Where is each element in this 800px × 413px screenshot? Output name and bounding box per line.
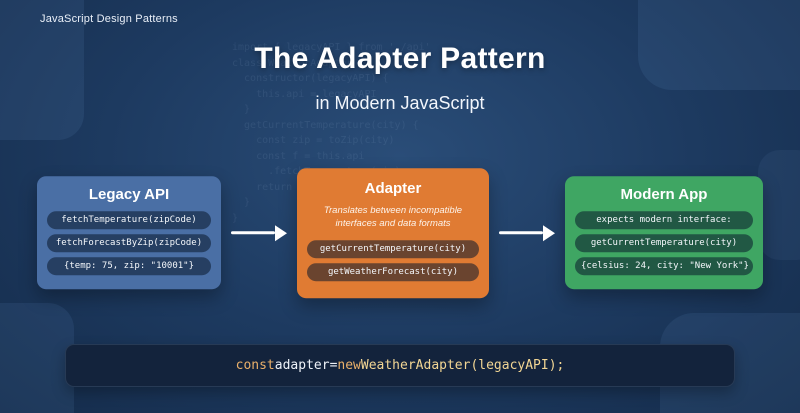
decorative-shape-top-right [638, 0, 800, 90]
legacy-result-pill: {temp: 75, zip: "10001"} [47, 257, 211, 276]
legacy-method-pill: fetchTemperature(zipCode) [47, 211, 211, 230]
flow-diagram: Legacy API fetchTemperature(zipCode) fet… [0, 168, 800, 298]
modern-app-title: Modern App [620, 186, 708, 204]
arrow-right-icon [497, 225, 557, 241]
page-title: The Adapter Pattern [254, 42, 546, 75]
eyebrow-label: JavaScript Design Patterns [40, 13, 178, 25]
code-token-varname: adapter [274, 358, 330, 373]
legacy-api-title: Legacy API [88, 186, 170, 204]
modern-result-pill: {celsius: 24, city: "New York"} [575, 257, 753, 276]
code-token-new: new [337, 358, 361, 373]
code-token-const: const [235, 358, 275, 373]
adapter-title: Adapter [364, 180, 422, 198]
decorative-shape-top-left [0, 0, 84, 140]
adapter-method-pill: getCurrentTemperature(city) [307, 239, 479, 258]
code-snippet-bar: const adapter = new WeatherAdapter(legac… [65, 344, 735, 387]
adapter-method-pill: getWeatherForecast(city) [307, 262, 479, 281]
page-subtitle: in Modern JavaScript [315, 93, 485, 113]
legacy-method-pill: fetchForecastByZip(zipCode) [47, 234, 211, 253]
arrow-right-icon [229, 225, 289, 241]
modern-interface-pill: expects modern interface: [575, 211, 753, 230]
code-token-constructor-call: WeatherAdapter(legacyAPI); [360, 358, 565, 373]
code-token-equals: = [329, 358, 338, 373]
modern-app-card: Modern App expects modern interface: get… [565, 176, 763, 290]
adapter-description: Translates between incompatible interfac… [323, 205, 463, 229]
decorative-shape-bottom-left [0, 303, 74, 413]
legacy-api-card: Legacy API fetchTemperature(zipCode) fet… [37, 176, 221, 290]
adapter-card: Adapter Translates between incompatible … [297, 168, 489, 298]
modern-method-pill: getCurrentTemperature(city) [575, 234, 753, 253]
decorative-shape-mid-right [758, 150, 800, 260]
